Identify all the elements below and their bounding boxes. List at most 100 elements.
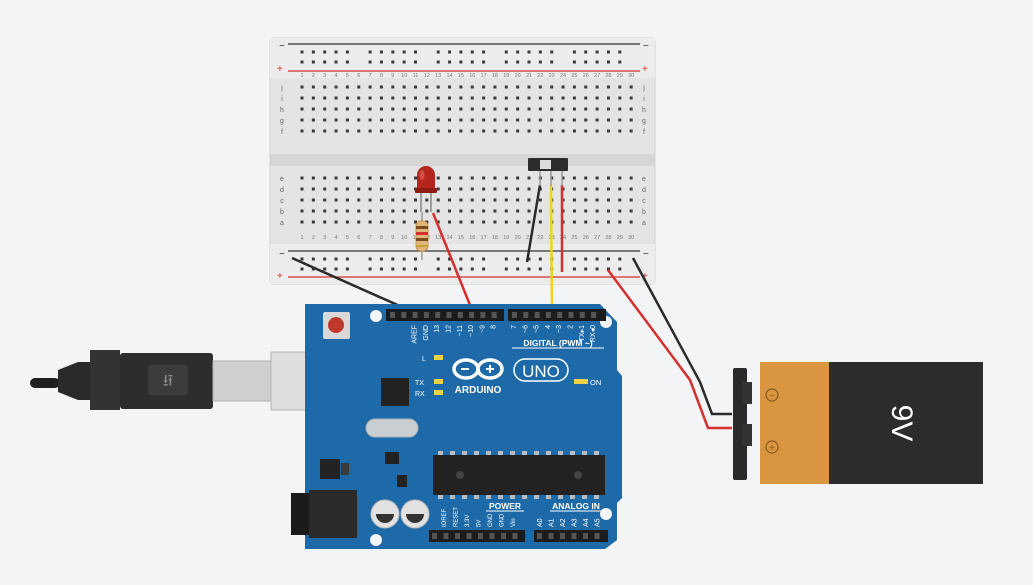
wire-battery-plus-red[interactable]: [606, 269, 732, 430]
breadboard-hole: [414, 209, 417, 213]
header-pin[interactable]: [579, 312, 585, 318]
rail-hole: [345, 257, 349, 261]
rail-hole: [538, 267, 542, 271]
chip-pin: [450, 451, 455, 455]
breadboard-hole: [606, 220, 610, 224]
breadboard-hole: [493, 129, 497, 133]
breadboard-hole: [606, 209, 610, 213]
header-pin[interactable]: [390, 312, 395, 318]
usb-symbol-icon: ⭿: [163, 373, 173, 390]
chip-pin: [486, 495, 491, 499]
header-pin[interactable]: [571, 533, 577, 539]
rail-hole: [550, 50, 554, 54]
breadboard-hole: [527, 129, 531, 133]
header-pin[interactable]: [591, 312, 597, 318]
header-pin[interactable]: [557, 312, 563, 318]
header-pin[interactable]: [537, 533, 542, 539]
chip-pin: [510, 495, 515, 499]
breadboard-hole: [300, 220, 304, 224]
header-pin[interactable]: [491, 312, 497, 318]
header-pin[interactable]: [401, 312, 407, 318]
header-pin[interactable]: [523, 312, 529, 318]
breadboard-hole: [482, 85, 486, 89]
wire-switch-gnd-black[interactable]: [525, 184, 542, 263]
header-pin[interactable]: [466, 533, 472, 539]
wire-battery-minus-black[interactable]: [631, 257, 732, 416]
reset-button[interactable]: [328, 317, 344, 333]
top-rail-plus-label-right: +: [642, 64, 648, 75]
switch-slider[interactable]: [540, 160, 551, 169]
header-pin[interactable]: [501, 533, 506, 539]
header-pin[interactable]: [545, 312, 551, 318]
breadboard-hole: [504, 118, 508, 122]
breadboard-hole: [334, 220, 338, 224]
breadboard-hole: [504, 209, 508, 213]
breadboard-hole: [311, 107, 315, 111]
led-rx-label: RX: [415, 391, 425, 398]
breadboard-hole: [538, 107, 542, 111]
battery-9v[interactable]: − + 9V: [733, 362, 983, 484]
wire-pin9-red[interactable]: [431, 212, 476, 316]
breadboard-hole: [368, 209, 372, 213]
header-pin[interactable]: [583, 533, 588, 539]
breadboard-hole: [470, 96, 474, 100]
rail-hole: [538, 50, 542, 54]
header-pin[interactable]: [435, 312, 441, 318]
header-pin[interactable]: [412, 312, 418, 318]
rail-hole: [436, 257, 440, 261]
column-number: 8: [380, 73, 383, 79]
rail-hole: [572, 60, 576, 64]
bottom-header-pins: [432, 533, 600, 539]
breadboard-hole: [391, 107, 395, 111]
breadboard-hole: [606, 96, 610, 100]
breadboard-hole: [448, 176, 452, 180]
header-pin[interactable]: [446, 312, 452, 318]
breadboard-hole: [606, 187, 610, 191]
dc-power-jack[interactable]: [309, 490, 357, 538]
header-pin[interactable]: [423, 312, 429, 318]
slide-switch[interactable]: [528, 158, 568, 186]
header-pin[interactable]: [489, 533, 495, 539]
breadboard-hole: [470, 198, 474, 202]
column-number: 15: [458, 235, 464, 241]
chip-pin: [474, 451, 479, 455]
rail-hole: [470, 257, 474, 261]
header-pin[interactable]: [512, 312, 517, 318]
breadboard-hole: [482, 129, 486, 133]
rail-hole: [448, 60, 452, 64]
header-pin[interactable]: [432, 533, 437, 539]
resistor[interactable]: [415, 212, 429, 260]
breadboard-hole: [311, 187, 315, 191]
breadboard-hole: [311, 209, 315, 213]
header-pin[interactable]: [594, 533, 600, 539]
header-pin[interactable]: [548, 533, 554, 539]
row-letter: c: [280, 198, 284, 205]
header-pin[interactable]: [469, 312, 475, 318]
header-pin[interactable]: [560, 533, 565, 539]
chip-pin: [582, 495, 587, 499]
red-led[interactable]: [415, 166, 437, 212]
header-pin[interactable]: [534, 312, 540, 318]
wire-switch-pin4-yellow[interactable]: [549, 184, 554, 316]
header-pin[interactable]: [480, 312, 486, 318]
breadboard-hole: [504, 187, 508, 191]
analog-pin-label: A4: [583, 518, 590, 527]
breadboard-hole: [470, 209, 474, 213]
rail-hole: [323, 50, 327, 54]
header-pin[interactable]: [457, 312, 463, 318]
header-pin[interactable]: [443, 533, 449, 539]
header-pin[interactable]: [512, 533, 518, 539]
breadboard-hole: [345, 198, 349, 202]
breadboard-hole: [414, 176, 417, 180]
breadboard-hole: [357, 220, 361, 224]
header-pin[interactable]: [478, 533, 483, 539]
breadboard-hole: [572, 129, 576, 133]
breadboard-hole: [379, 107, 383, 111]
column-number: 14: [446, 235, 452, 241]
header-pin[interactable]: [568, 312, 574, 318]
rail-hole: [391, 257, 395, 261]
header-pin[interactable]: [455, 533, 460, 539]
column-number: 16: [469, 73, 475, 79]
